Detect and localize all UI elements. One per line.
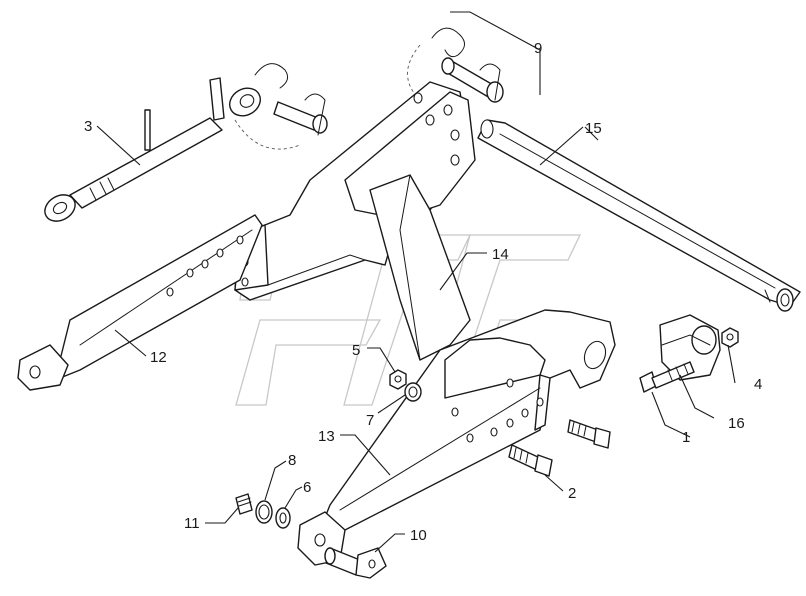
part-16-clamp	[659, 314, 721, 381]
callout-11: 11	[184, 515, 200, 532]
callout-12: 12	[150, 349, 167, 366]
part-1-bolt	[639, 361, 695, 393]
callout-13: 13	[318, 428, 335, 445]
part-14-frame	[234, 81, 476, 361]
part-3-top-link	[44, 63, 328, 222]
part-6-washer	[275, 507, 291, 529]
callout-7: 7	[366, 412, 374, 429]
part-8-ring	[255, 500, 273, 524]
part-11-grease-nipple	[235, 493, 253, 515]
callout-14: 14	[492, 246, 509, 263]
part-4-nut	[721, 327, 739, 348]
part-13-right-lower-arm	[297, 309, 616, 566]
part-15-cross-shaft	[477, 119, 801, 312]
callout-labels: 1 2 3 4 5 6 7 8 9 10 11 12 13 14 15 16	[84, 40, 762, 544]
part-9-pin-with-clip	[407, 27, 504, 103]
part-5-nut	[389, 369, 407, 390]
part-12-left-lower-arm	[17, 214, 263, 391]
callout-9: 9	[534, 40, 542, 57]
part-10-pin	[324, 547, 387, 579]
callout-3: 3	[84, 118, 92, 135]
part-7-washer	[404, 382, 422, 402]
callout-8: 8	[288, 452, 296, 469]
leader-lines	[96, 11, 736, 553]
callout-6: 6	[303, 479, 311, 496]
callout-5: 5	[352, 342, 360, 359]
callout-15: 15	[585, 120, 602, 137]
part-2-bolts	[508, 419, 611, 477]
callout-1: 1	[682, 429, 690, 446]
callout-4: 4	[754, 376, 762, 393]
callout-16: 16	[728, 415, 745, 432]
callout-10: 10	[410, 527, 427, 544]
callout-2: 2	[568, 485, 576, 502]
